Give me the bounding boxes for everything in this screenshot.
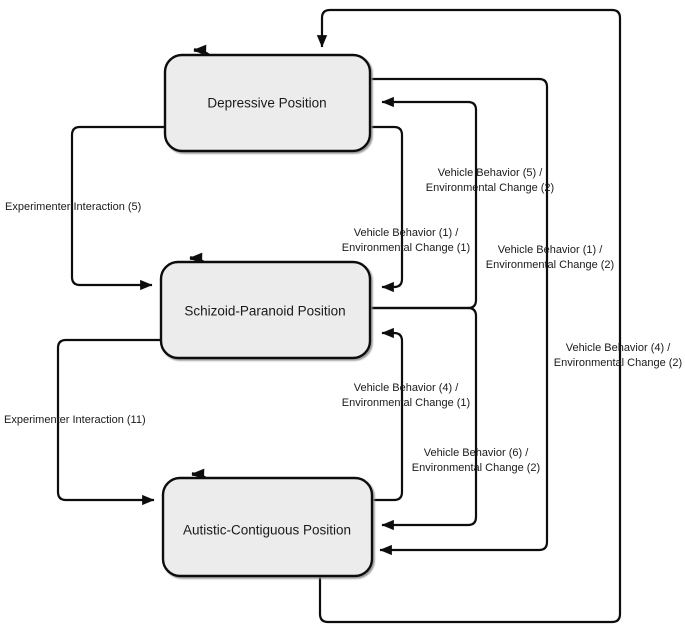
state-label-depressive: Depressive Position [207,96,326,111]
edge-label-line2: Environmental Change (2) [426,182,554,194]
edge-label-line1: Vehicle Behavior (4) / [566,342,671,354]
state-box-autistic-contiguous[interactable] [161,476,374,578]
edge-label-experimenter-interaction-5: Experimenter Interaction (5) [5,201,141,213]
edge-depressive-to-autistic [370,77,549,556]
edge-depressive-to-schizoid-left [70,125,165,291]
state-label-autistic-contiguous: Autistic-Contiguous Position [183,523,351,538]
state-label-schizoid-paranoid: Schizoid-Paranoid Position [184,304,345,319]
state-node-autistic-contiguous[interactable]: Autistic-Contiguous Position [161,476,374,578]
edge-label-line1: Vehicle Behavior (1) / [498,244,603,256]
edge-schizoid-to-depressive [370,96,478,310]
edge-autistic-to-depressive-outer [316,8,622,624]
edge-label-line2: Environmental Change (2) [554,357,682,369]
edge-label-experimenter-interaction-11: Experimenter Interaction (11) [4,414,146,426]
edge-schizoid-to-autistic-left [56,338,161,506]
state-box-schizoid-paranoid[interactable] [159,260,372,360]
state-node-schizoid-paranoid[interactable]: Schizoid-Paranoid Position [159,260,372,360]
edge-label-line1: Vehicle Behavior (6) / [424,447,529,459]
edge-label-vehicle-behavior-4-env-1: Vehicle Behavior (4) / Environmental Cha… [342,382,470,409]
edge-label-line2: Environmental Change (2) [412,462,540,474]
edge-label-line2: Environmental Change (1) [342,242,470,254]
state-box-depressive[interactable] [163,53,372,153]
edge-autistic-to-schizoid [372,327,404,502]
edge-label-line2: Environmental Change (1) [342,397,470,409]
edge-label-line1: Vehicle Behavior (5) / [438,167,543,179]
edge-schizoid-to-autistic-vehicle [370,306,478,531]
edge-label-line1: Experimenter Interaction (5) [5,201,141,213]
state-node-depressive[interactable]: Depressive Position [163,53,372,153]
edge-label-vehicle-behavior-1-env-1: Vehicle Behavior (1) / Environmental Cha… [342,227,470,254]
edge-label-vehicle-behavior-1-env-2: Vehicle Behavior (1) / Environmental Cha… [486,244,614,271]
edge-label-line1: Vehicle Behavior (1) / [354,227,459,239]
edge-label-line1: Vehicle Behavior (4) / [354,382,459,394]
edge-label-line2: Environmental Change (2) [486,259,614,271]
edge-label-line1: Experimenter Interaction (11) [4,414,146,426]
edge-depressive-to-schizoid-right [370,125,404,293]
edge-label-vehicle-behavior-5-env-2: Vehicle Behavior (5) / Environmental Cha… [426,167,554,194]
edge-label-vehicle-behavior-6-env-2: Vehicle Behavior (6) / Environmental Cha… [412,447,540,474]
edge-label-vehicle-behavior-4-env-2: Vehicle Behavior (4) / Environmental Cha… [554,342,682,369]
